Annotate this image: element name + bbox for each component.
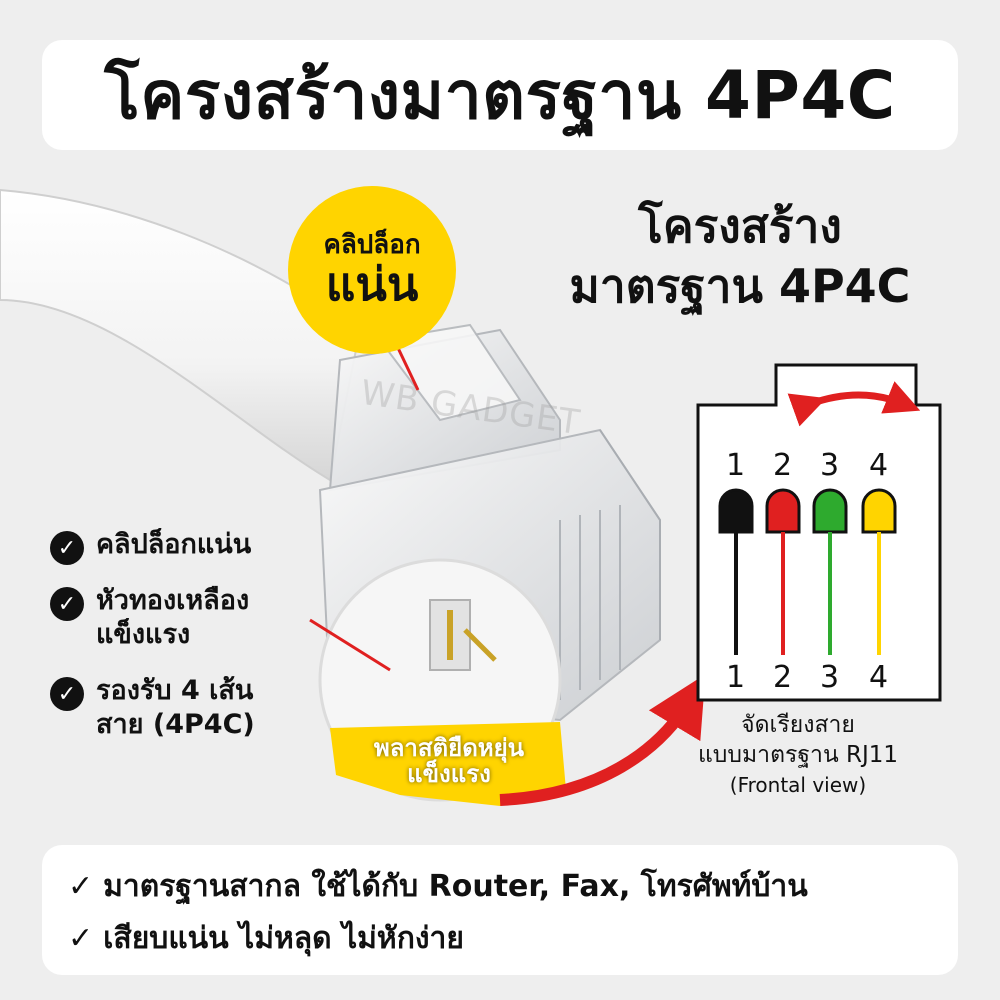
pin-contact-3: [812, 488, 848, 534]
bottom-line-text: เสียบแน่น ไม่หลุด ไม่หักง่าย: [103, 921, 464, 956]
feature-text: สาย (4P4C): [96, 709, 255, 740]
feature-text: รองรับ 4 เส้น: [96, 675, 254, 706]
double-arrow: [787, 381, 921, 427]
plastic-tag: พลาสติยืดหยุ่น แข็งแรง: [338, 735, 560, 787]
contact-pointer: [309, 618, 391, 672]
pin-number-top: 3: [820, 448, 840, 483]
badge-line-2: แน่น: [325, 256, 419, 311]
bottom-line: ✓ มาตรฐานสากล ใช้ได้กับ Router, Fax, โทรศ…: [68, 863, 808, 910]
pin-contacts: [718, 488, 897, 655]
plastic-tag-line-2: แข็งแรง: [407, 760, 491, 788]
pin-contact-2: [765, 488, 801, 534]
plastic-tag-line-1: พลาสติยืดหยุ่น: [373, 734, 525, 762]
red-arrow: [499, 674, 706, 806]
gold-contact: [429, 599, 497, 671]
bottom-line: ✓ เสียบแน่น ไม่หลุด ไม่หักง่าย: [68, 915, 464, 962]
wiring-caption: จัดเรียงสาย แบบมาตรฐาน RJ11 (Frontal vie…: [676, 710, 920, 800]
check-circle-icon: ✓: [50, 531, 84, 565]
check-circle-icon: ✓: [50, 677, 84, 711]
feature-item: ✓ คลิปล็อกแน่น: [50, 528, 320, 565]
title-banner: โครงสร้างมาตรฐาน 4P4C: [42, 40, 958, 150]
bottom-banner: ✓ มาตรฐานสากล ใช้ได้กับ Router, Fax, โทรศ…: [42, 845, 958, 975]
section-title-line-2: มาตรฐาน 4P4C: [569, 259, 911, 313]
pin-number-top: 1: [726, 448, 746, 483]
pin-number-bottom: 4: [869, 660, 889, 695]
pin-number-bottom: 2: [773, 660, 793, 695]
feature-list: ✓ คลิปล็อกแน่น ✓ หัวทองเหลือง แข็งแรง ✓ …: [50, 528, 320, 764]
check-icon: ✓: [68, 869, 94, 904]
feature-text: หัวทองเหลือง: [96, 585, 250, 616]
pin-contact-4: [861, 488, 897, 534]
tight-clip-badge: คลิปล็อก แน่น: [288, 186, 456, 354]
section-title: โครงสร้าง มาตรฐาน 4P4C: [540, 196, 940, 316]
section-title-line-1: โครงสร้าง: [638, 199, 842, 253]
wiring-caption-line-2: แบบมาตรฐาน RJ11: [697, 742, 899, 768]
plastic-banner: [330, 722, 566, 806]
check-icon: ✓: [68, 921, 94, 956]
feature-item: ✓ รองรับ 4 เส้น สาย (4P4C): [50, 674, 320, 742]
wiring-caption-view: (Frontal view): [729, 773, 867, 797]
feature-text: คลิปล็อกแน่น: [96, 529, 252, 560]
pin-number-top: 4: [869, 448, 889, 483]
pin-number-bottom: 3: [820, 660, 840, 695]
pin-contact-1: [718, 488, 754, 534]
pin-number-bottom: 1: [726, 660, 746, 695]
pin-number-top: 2: [773, 448, 793, 483]
check-circle-icon: ✓: [50, 587, 84, 621]
badge-line-1: คลิปล็อก: [323, 230, 421, 261]
bottom-line-text: มาตรฐานสากล ใช้ได้กับ Router, Fax, โทรศั…: [103, 869, 808, 904]
page-title: โครงสร้างมาตรฐาน 4P4C: [104, 56, 896, 134]
feature-text: แข็งแรง: [96, 619, 191, 650]
feature-item: ✓ หัวทองเหลือง แข็งแรง: [50, 584, 320, 652]
wiring-caption-line-1: จัดเรียงสาย: [741, 712, 855, 738]
